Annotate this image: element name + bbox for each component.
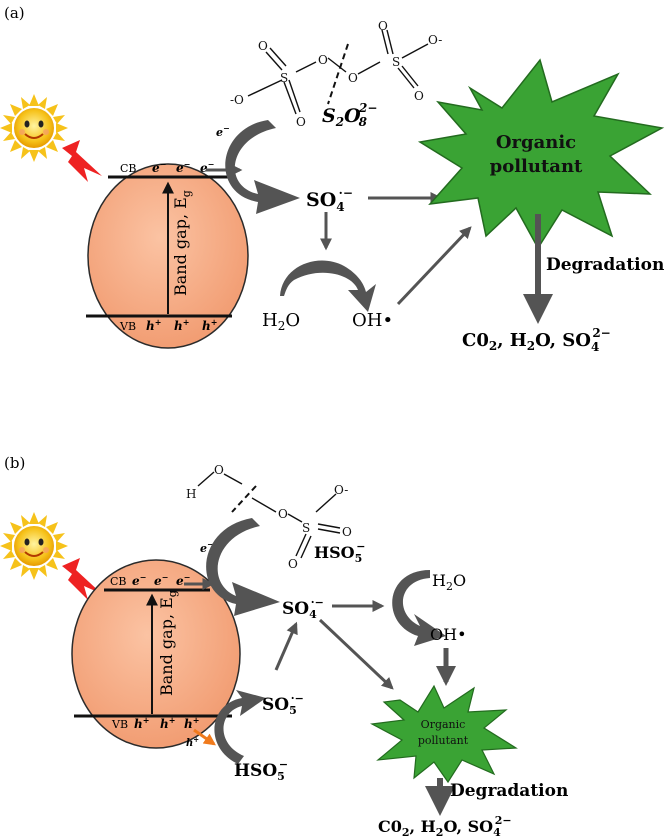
svg-text:h+: h+ [202, 317, 217, 333]
peroxymonosulfate-atoms: H O O S O- O O [186, 463, 352, 571]
panel-b-tag: (b) [4, 454, 25, 472]
lightning-icon [62, 558, 102, 600]
hso5-to-so5-arrow [214, 690, 266, 764]
vb-label: VB [111, 718, 128, 731]
cb-label: CB [120, 162, 137, 175]
svg-text:H: H [186, 487, 196, 501]
water-label: H2O [262, 310, 300, 333]
degradation-label: Degradation [450, 781, 568, 801]
svg-text:e−: e− [176, 572, 190, 588]
svg-text:S: S [392, 55, 400, 69]
photocatalyst-particle [71, 559, 241, 749]
hole-transfer-arrow [193, 728, 216, 746]
panel-a-tag: (a) [4, 4, 25, 22]
organic-pollutant-burst [417, 58, 665, 250]
hso5-formula-bottom: HSO5− [234, 758, 288, 783]
panel-a: (a) [0, 4, 664, 354]
svg-text:S: S [302, 521, 310, 535]
degradation-label: Degradation [546, 255, 664, 275]
transfer-electron: e− [216, 123, 230, 139]
vb-holes: h+ h+ h+ [146, 317, 217, 333]
svg-text:S: S [280, 71, 288, 85]
persulfate-atoms: O S -O O O O O S O- O [230, 19, 442, 129]
band-gap-label: Band gap, Eg [157, 590, 179, 696]
svg-text:O: O [318, 53, 328, 67]
persulfate-formula: S2O82− [322, 101, 377, 129]
sulfate-radical-label: SO4·− [282, 596, 324, 621]
sun-icon [0, 512, 68, 580]
svg-text:h+: h+ [146, 317, 161, 333]
cb-electrons: e− e− e− [152, 159, 214, 175]
svg-text:O: O [214, 463, 224, 477]
electron-transfer-arrow [206, 518, 280, 616]
svg-text:e−: e− [152, 159, 166, 175]
svg-text:h+: h+ [160, 715, 175, 731]
pollutant-label-line2: pollutant [418, 734, 469, 747]
sun-icon [0, 94, 68, 162]
svg-text:O: O [414, 89, 424, 103]
electron-transfer-arrow [225, 120, 300, 214]
svg-text:h+: h+ [134, 715, 149, 731]
hso5-formula-top: HSO5− [314, 540, 365, 565]
water-to-oh-arrow [392, 570, 446, 646]
band-gap-label: Band gap, Eg [171, 190, 193, 296]
vb-holes: h+ h+ h+ h+ [134, 715, 199, 749]
svg-text:h+: h+ [174, 317, 189, 333]
water-to-oh-arrow [280, 260, 376, 312]
svg-text:O: O [296, 115, 306, 129]
oh-to-pollutant-arrow [396, 226, 472, 306]
pollutant-label-line1: Organic [421, 718, 466, 731]
transfer-electron: e− [200, 539, 214, 555]
cb-electrons: e− e− e− [132, 572, 190, 588]
svg-text:e−: e− [132, 572, 146, 588]
svg-text:O-: O- [334, 483, 348, 497]
svg-text:O: O [258, 39, 268, 53]
cb-label: CB [110, 575, 127, 588]
so5-to-so4-arrow [274, 621, 298, 671]
svg-text:O: O [378, 19, 388, 33]
persulfate-molecule [247, 29, 429, 115]
svg-text:O: O [348, 71, 358, 85]
organic-pollutant-burst [370, 684, 518, 784]
panel-b: (b) [0, 454, 568, 839]
svg-text:e−: e− [176, 159, 190, 175]
svg-text:O: O [278, 507, 288, 521]
products-label: C02, H2O, SO42− [378, 814, 512, 839]
hydroxyl-radical-label: OH• [430, 625, 467, 644]
pollutant-label-line1: Organic [496, 132, 576, 153]
hydroxyl-radical-label: OH• [352, 310, 393, 331]
pollutant-label-line2: pollutant [490, 156, 583, 177]
sulfate-radical-label: SO4·− [306, 186, 353, 214]
svg-text:O: O [342, 525, 352, 539]
lightning-icon [62, 140, 102, 182]
svg-text:O: O [288, 557, 298, 571]
svg-text:e−: e− [200, 159, 214, 175]
svg-text:h+: h+ [186, 735, 199, 749]
svg-text:-O: -O [230, 93, 244, 107]
svg-text:e−: e− [154, 572, 168, 588]
svg-text:h+: h+ [184, 715, 199, 731]
products-label: C02, H2O, SO42− [462, 326, 611, 354]
peroxymonosulfate-molecule [197, 471, 341, 559]
so4-to-pollutant-arrow [318, 618, 394, 690]
svg-text:O-: O- [428, 33, 442, 47]
vb-label: VB [119, 320, 136, 333]
so5-radical-label: SO5·− [262, 692, 304, 717]
water-label: H2O [432, 571, 466, 593]
